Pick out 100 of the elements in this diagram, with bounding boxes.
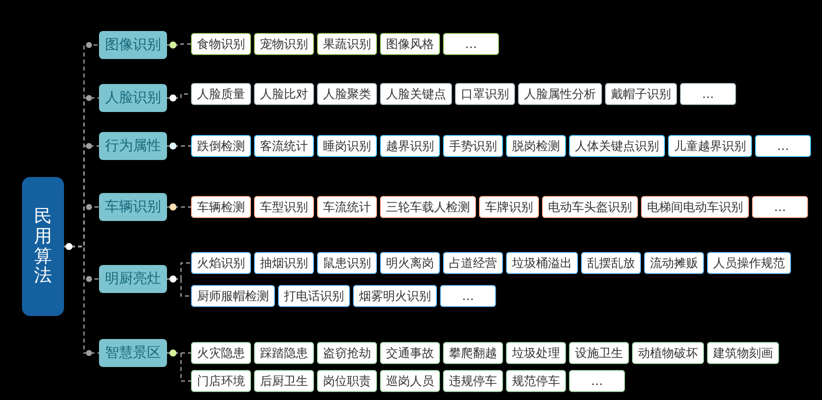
node-label: 攀爬翻越: [449, 344, 497, 362]
item-box: [455, 83, 515, 105]
node-label: 交通事故: [386, 344, 434, 362]
node-label: 口罩识别: [461, 86, 509, 102]
node-label: 设施卫生: [575, 344, 623, 362]
node-label: 智慧景区: [105, 344, 161, 362]
item-box: [707, 342, 779, 364]
item-box: [632, 342, 704, 364]
node-label: 人脸属性分析: [524, 86, 596, 102]
item-box: [380, 135, 440, 157]
node-label: 垃圾处理: [512, 344, 560, 362]
node-label: 车辆检测: [197, 198, 245, 216]
node-label: 建筑物刻画: [713, 344, 773, 362]
node-label: 打电话识别: [284, 288, 344, 304]
node-label: 明火离岗: [386, 254, 434, 272]
node-label: 门店环境: [197, 372, 245, 390]
node-label: 规范停车: [512, 372, 560, 390]
item-box: [569, 135, 665, 157]
node-label: 戴帽子识别: [611, 86, 671, 102]
node-label: 人脸关键点: [386, 86, 446, 102]
node-label: 客流统计: [260, 138, 308, 154]
item-box: [317, 252, 377, 274]
node-label: 烟雾明火识别: [359, 288, 431, 304]
node-label: 电梯间电动车识别: [647, 198, 743, 216]
node-label: 巡岗人员: [386, 372, 434, 390]
node-label: 抽烟识别: [260, 254, 308, 272]
node-label: 车型识别: [260, 198, 308, 216]
node-label: 车辆识别: [105, 198, 161, 216]
node-label: 人脸质量: [197, 86, 245, 102]
item-box: [755, 135, 811, 157]
item-box: [191, 342, 251, 364]
category-box: [99, 84, 167, 112]
node-label: …: [702, 87, 714, 101]
connector-line: [64, 246, 99, 354]
node-label: 占道经营: [449, 254, 497, 272]
root-label: 民用算法: [34, 206, 52, 286]
node-label: 火焰识别: [197, 254, 245, 272]
node-label: …: [777, 139, 789, 153]
item-box: [581, 252, 641, 274]
item-box: [317, 135, 377, 157]
item-box: [254, 370, 314, 392]
item-box: [380, 370, 440, 392]
node-label: 人员操作规范: [713, 254, 785, 272]
item-box: [479, 196, 539, 218]
item-box: [506, 135, 566, 157]
node-label: 车流统计: [323, 198, 371, 216]
connector-line: [167, 278, 191, 297]
node-label: 厨师服帽检测: [197, 288, 269, 304]
item-box: [440, 285, 496, 307]
item-box: [317, 33, 377, 55]
node-label: 后厨卫生: [260, 372, 308, 390]
item-box: [569, 370, 625, 392]
item-box: [317, 370, 377, 392]
node-label: 食物识别: [197, 36, 245, 52]
node-label: 岗位职责: [323, 372, 371, 390]
connector-line: [167, 145, 191, 147]
node-label: 动植物破坏: [638, 344, 698, 362]
item-box: [191, 33, 251, 55]
item-box: [380, 342, 440, 364]
item-box: [443, 33, 499, 55]
item-box: [380, 33, 440, 55]
item-box: [191, 252, 251, 274]
item-box: [680, 83, 736, 105]
item-box: [605, 83, 677, 105]
node-label: 明厨亮灶: [105, 270, 161, 288]
item-box: [668, 135, 752, 157]
node-label: 果蔬识别: [323, 36, 371, 52]
item-box: [506, 252, 578, 274]
node-label: …: [591, 374, 603, 388]
connector-line: [167, 352, 191, 382]
node-label: 图像识别: [105, 36, 161, 54]
node-label: 行为属性: [105, 137, 161, 155]
category-box: [99, 265, 167, 293]
item-box: [254, 342, 314, 364]
item-box: [506, 370, 566, 392]
node-label: 宠物识别: [260, 36, 308, 52]
item-box: [254, 83, 314, 105]
node-label: 三轮车载人检测: [386, 198, 470, 216]
connector-line: [167, 206, 191, 208]
item-box: [278, 285, 350, 307]
node-label: 火灾隐患: [197, 344, 245, 362]
item-box: [380, 252, 440, 274]
node-label: 电动车头盔识别: [548, 198, 632, 216]
item-box: [752, 196, 808, 218]
item-box: [380, 196, 476, 218]
item-box: [443, 342, 503, 364]
item-box: [254, 33, 314, 55]
node-label: 垃圾桶溢出: [512, 254, 572, 272]
node-label: 越界识别: [386, 138, 434, 154]
node-label: 人脸识别: [105, 89, 161, 107]
node-label: 跌倒检测: [197, 138, 245, 154]
node-label: 人体关键点识别: [575, 138, 659, 154]
category-box: [99, 339, 167, 367]
node-label: …: [462, 289, 474, 303]
item-box: [353, 285, 437, 307]
node-label: 乱摆乱放: [587, 254, 635, 272]
node-label: 图像风格: [386, 36, 434, 52]
connector-line: [167, 43, 191, 46]
item-box: [254, 135, 314, 157]
item-box: [317, 342, 377, 364]
